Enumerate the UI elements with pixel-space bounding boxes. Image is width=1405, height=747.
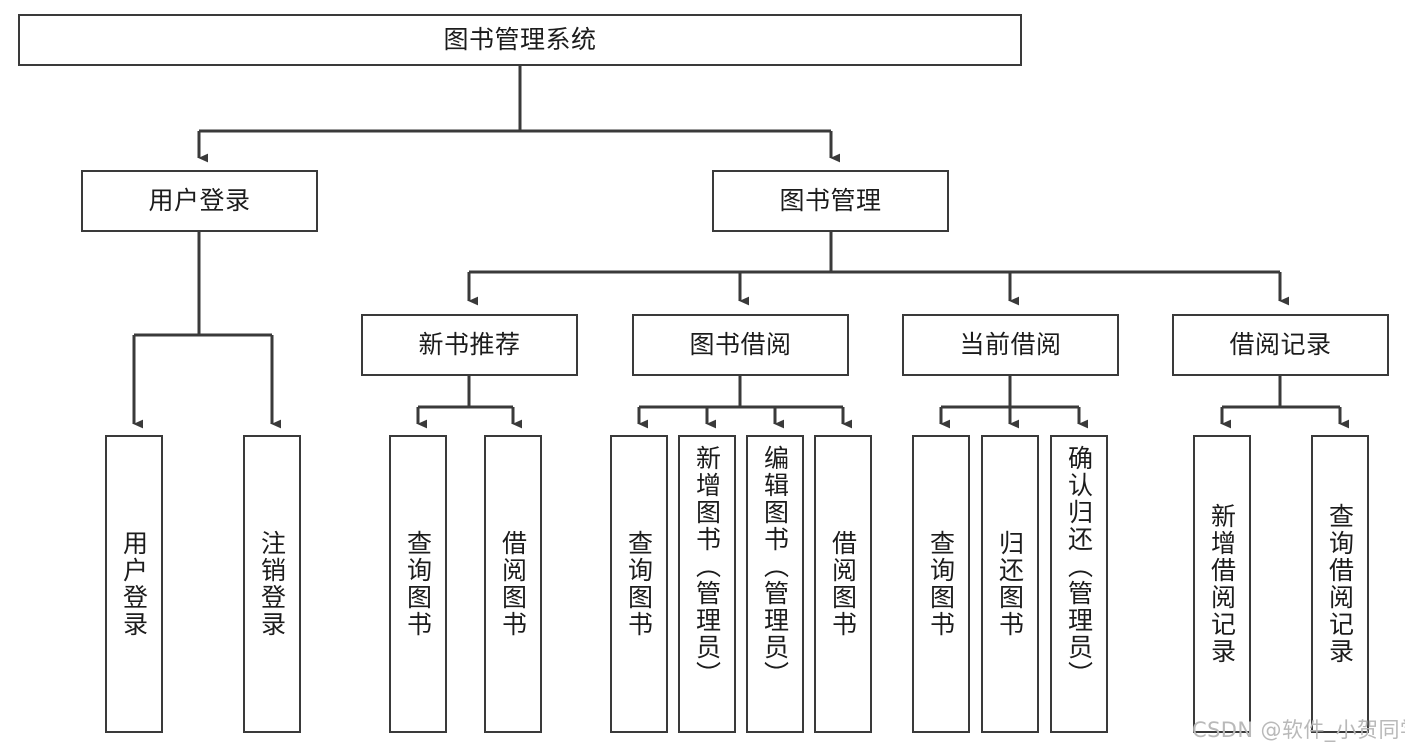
node-new-book-recommend[interactable]: 新书推荐	[361, 314, 578, 376]
node-label: 查询图书	[624, 530, 654, 638]
node-label: 用户登录	[148, 186, 251, 216]
node-label: 用户登录	[119, 530, 149, 638]
leaf-user-login-logout[interactable]: 注销登录	[243, 435, 301, 733]
leaf-user-login-login[interactable]: 用户登录	[105, 435, 163, 733]
leaf-current-borrow-confirm-return-admin[interactable]: 确认归还（管理员）	[1050, 435, 1108, 733]
node-label: 借阅图书	[498, 530, 528, 638]
node-label: 图书管理	[779, 186, 882, 216]
leaf-book-borrow-edit-book-admin[interactable]: 编辑图书（管理员）	[746, 435, 804, 733]
node-label: 借阅图书	[828, 530, 858, 638]
node-label: 图书管理系统	[443, 25, 597, 55]
node-label: 查询借阅记录	[1325, 503, 1355, 665]
leaf-current-borrow-query-book[interactable]: 查询图书	[912, 435, 970, 733]
node-label: 查询图书	[926, 530, 956, 638]
node-book-borrow[interactable]: 图书借阅	[632, 314, 849, 376]
node-current-borrow[interactable]: 当前借阅	[902, 314, 1119, 376]
node-label: 图书借阅	[689, 330, 792, 360]
leaf-book-borrow-query-book[interactable]: 查询图书	[610, 435, 668, 733]
node-label: 新书推荐	[418, 330, 521, 360]
node-root-book-management-system[interactable]: 图书管理系统	[18, 14, 1022, 66]
node-label: 编辑图书（管理员）	[760, 445, 790, 688]
node-book-management[interactable]: 图书管理	[712, 170, 949, 232]
node-user-login[interactable]: 用户登录	[81, 170, 318, 232]
node-label: 当前借阅	[959, 330, 1062, 360]
node-label: 新增借阅记录	[1207, 503, 1237, 665]
leaf-book-borrow-borrow-book[interactable]: 借阅图书	[814, 435, 872, 733]
leaf-borrow-record-add-record[interactable]: 新增借阅记录	[1193, 435, 1251, 733]
node-borrow-record[interactable]: 借阅记录	[1172, 314, 1389, 376]
node-label: 查询图书	[403, 530, 433, 638]
node-label: 确认归还（管理员）	[1064, 445, 1094, 688]
leaf-new-book-borrow-book[interactable]: 借阅图书	[484, 435, 542, 733]
node-label: 借阅记录	[1229, 330, 1332, 360]
leaf-book-borrow-add-book-admin[interactable]: 新增图书（管理员）	[678, 435, 736, 733]
leaf-borrow-record-query-record[interactable]: 查询借阅记录	[1311, 435, 1369, 733]
leaf-current-borrow-return-book[interactable]: 归还图书	[981, 435, 1039, 733]
watermark-text: CSDN @软件_小贺同学	[1192, 718, 1405, 742]
node-label: 新增图书（管理员）	[692, 445, 722, 688]
leaf-new-book-query-book[interactable]: 查询图书	[389, 435, 447, 733]
node-label: 注销登录	[257, 530, 287, 638]
node-label: 归还图书	[995, 530, 1025, 638]
